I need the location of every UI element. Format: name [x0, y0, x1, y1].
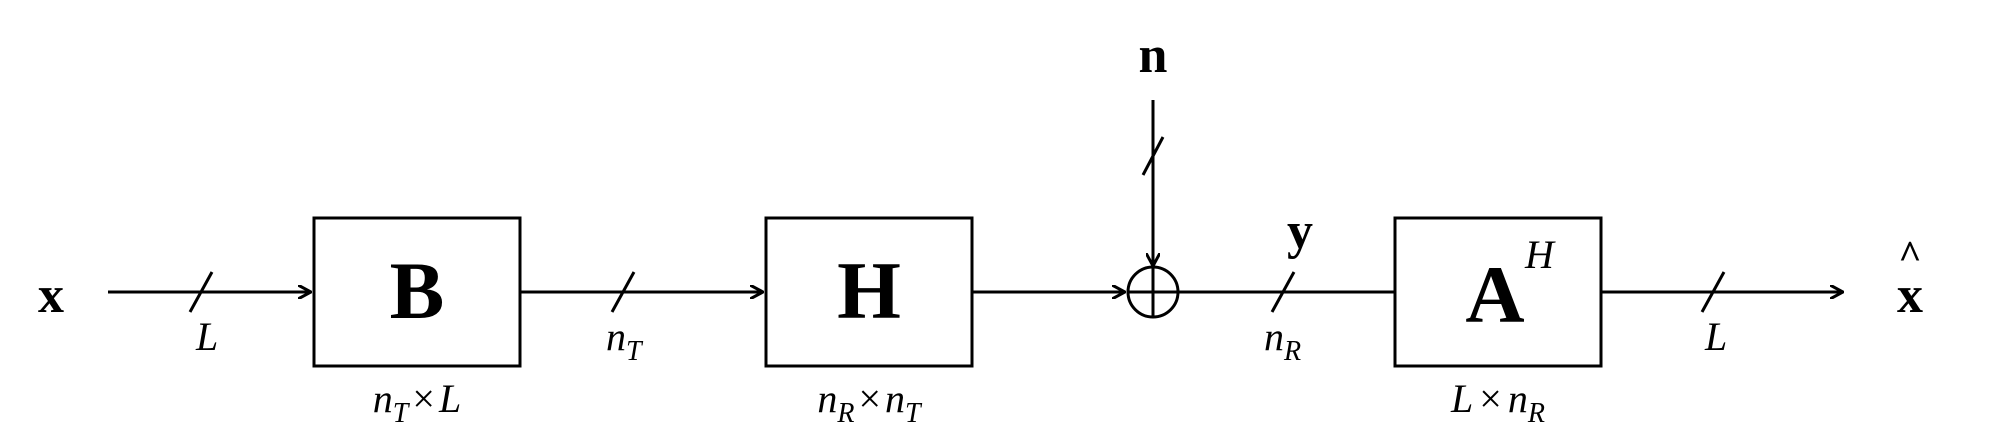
receive-width-label: nR — [1264, 314, 1301, 367]
precoder-dimension: nT×L — [373, 376, 461, 429]
noise-width-slash — [1141, 136, 1165, 176]
noise-signal-label: n — [1139, 27, 1168, 84]
receiver-block — [1393, 216, 1603, 368]
transmit-width-slash — [610, 271, 636, 313]
channel-block — [764, 216, 974, 368]
input-width-label: L — [195, 314, 218, 359]
transmit-width-label: nT — [606, 314, 644, 367]
channel-dimension: nR×nT — [817, 376, 923, 429]
input-width-slash — [188, 271, 214, 313]
precoder-block-label: B — [390, 245, 445, 336]
output-signal-label: x — [1897, 267, 1923, 324]
channel-block-label: H — [837, 245, 901, 336]
precoder-block — [312, 216, 522, 368]
output-hat-accent: ^ — [1898, 232, 1921, 277]
receiver-block-superscript: H — [1524, 232, 1556, 277]
summing-junction-icon — [1126, 265, 1180, 319]
output-width-label: L — [1704, 314, 1727, 359]
received-signal-label: y — [1287, 203, 1313, 260]
receiver-dimension: L×nR — [1450, 376, 1545, 429]
receive-width-slash — [1270, 271, 1296, 313]
input-signal-label: x — [38, 267, 64, 324]
receiver-block-label: A — [1465, 249, 1524, 340]
output-width-slash — [1700, 271, 1726, 313]
